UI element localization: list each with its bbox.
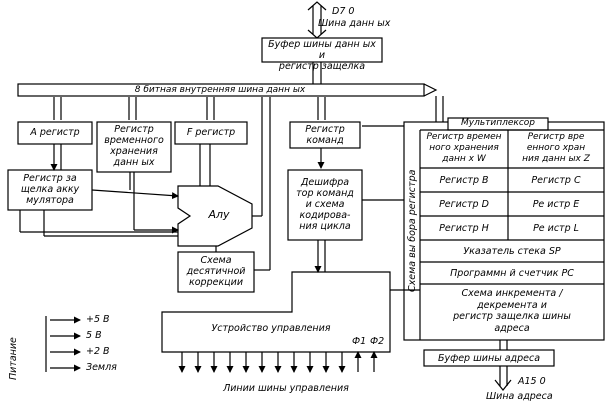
increment-decrement-latch: Схема инкремента / декремента и регистр …: [453, 288, 571, 334]
multiplexer: Мультиплексор: [460, 118, 536, 128]
l-register: Ре истр L: [533, 223, 579, 234]
control-bus-lines: Линии шины управления: [223, 383, 349, 394]
power-plus2v: +2 В: [86, 346, 110, 357]
data-bus-signal: D7 0: [332, 6, 355, 17]
address-buffer: Буфер шины адреса: [437, 353, 541, 364]
address-bus-signal: A15 0: [518, 376, 546, 387]
power-ground: Земля: [86, 362, 117, 373]
power-title: Питание: [8, 337, 19, 380]
control-unit: Устройство управления: [211, 323, 331, 334]
d-register: Регистр D: [439, 199, 489, 210]
data-bus-buffer: Буфер шины данн ых и регистр защелка: [268, 39, 376, 72]
f-register-box: [174, 121, 248, 145]
instruction-decoder: Дешифра тор команд и схема кодирова- ния…: [296, 177, 354, 232]
program-counter: Программн й счетчик PC: [450, 268, 574, 279]
internal-bus-band: [17, 83, 425, 97]
instruction-register-box: [289, 121, 361, 149]
b-register: Регистр В: [439, 175, 489, 186]
power-5v: 5 В: [86, 330, 102, 341]
temp-register: Регистр временного хранения данн ых: [104, 124, 164, 168]
e-register: Ре истр Е: [532, 199, 580, 210]
a-register-box: [17, 121, 93, 145]
address-bus-label: Шина адреса: [486, 391, 553, 402]
phi2-label: Ф2: [370, 336, 385, 347]
instruction-register: Регистр команд: [305, 124, 345, 146]
data-bus-label: Шина данн ых: [318, 18, 391, 29]
stack-pointer: Указатель стека SP: [463, 246, 561, 257]
f-register: F регистр: [186, 127, 236, 138]
control-unit-box: [161, 271, 391, 353]
data-bus-buffer-box: [261, 37, 383, 63]
h-register: Регистр Н: [439, 223, 489, 234]
phi1-label: Ф1: [352, 336, 367, 347]
power-plus5v: +5 В: [86, 314, 110, 325]
c-register: Регистр С: [531, 175, 581, 186]
accumulator-latch: Регистр за щелка акку мулятора: [20, 173, 80, 206]
z-register: Регистр вре енного хран ния данн ых Z: [522, 132, 590, 164]
alu-shape: [177, 185, 253, 247]
internal-bus-label: 8 битная внутренняя шина данн ых: [134, 85, 306, 95]
register-select-scheme: Схема вы бора регистра: [407, 169, 418, 292]
decimal-correction: Схема десятичной коррекции: [186, 255, 246, 288]
w-register: Регистр времен ного хранения данн х W: [426, 132, 502, 164]
address-buffer-box: [423, 349, 555, 367]
alu: Алу: [208, 208, 230, 221]
a-register: А регистр: [30, 127, 80, 138]
